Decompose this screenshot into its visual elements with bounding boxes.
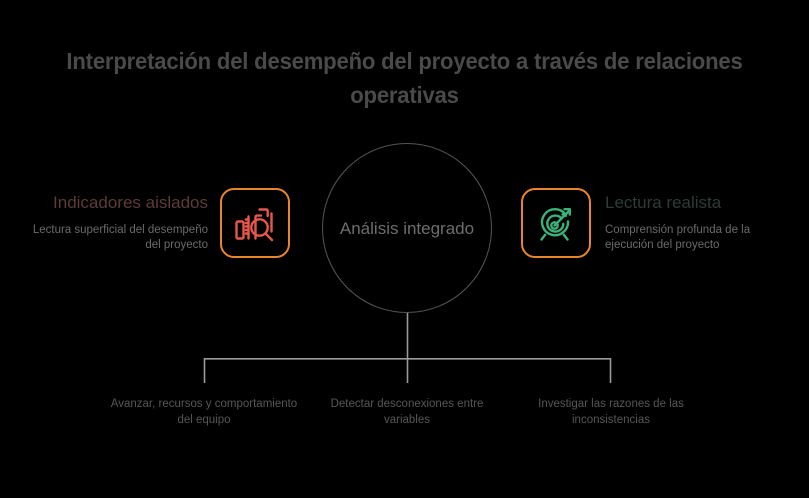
left-text-group: Indicadores aislados Lectura superficial… bbox=[28, 188, 208, 253]
bar-chart-magnifier-icon bbox=[235, 208, 274, 242]
left-subtitle: Lectura superficial del desempeño del pr… bbox=[32, 224, 208, 251]
left-icon-box bbox=[220, 188, 290, 258]
right-subtitle: Comprensión profunda de la ejecución del… bbox=[605, 224, 751, 251]
right-heading: Lectura realista bbox=[605, 193, 722, 212]
branch-label-left: Avanzar, recursos y comportamiento del e… bbox=[110, 398, 298, 426]
left-concept-block: Indicadores aislados Lectura superficial… bbox=[18, 188, 290, 258]
left-heading: Indicadores aislados bbox=[53, 193, 208, 212]
right-text-group: Lectura realista Comprensión profunda de… bbox=[605, 188, 785, 253]
branch-label-right: Investigar las razones de las inconsiste… bbox=[538, 398, 684, 426]
target-dart-icon bbox=[540, 207, 571, 241]
center-node-analisis-integrado: Análisis integrado bbox=[322, 143, 492, 313]
right-concept-block: Lectura realista Comprensión profunda de… bbox=[521, 188, 797, 258]
branch-label-center: Detectar desconexiones entre variables bbox=[330, 398, 484, 426]
center-node-label: Análisis integrado bbox=[339, 218, 475, 238]
right-icon-box bbox=[521, 188, 591, 258]
page-title: Interpretación del desempeño del proyect… bbox=[66, 48, 743, 108]
